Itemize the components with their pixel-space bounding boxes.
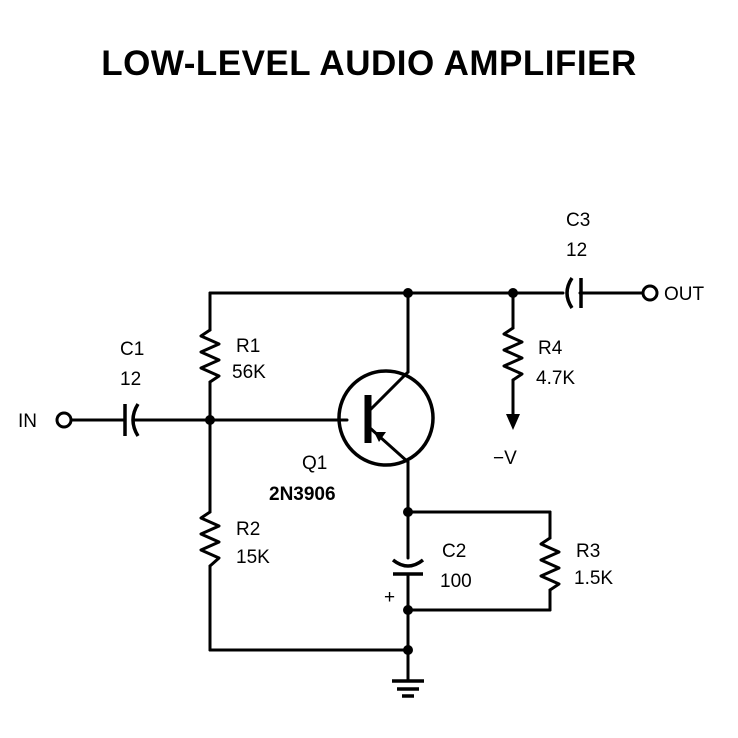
r4-resistor-symbol: [502, 326, 524, 382]
q1-transistor-symbol: [337, 291, 435, 514]
input-terminal: [55, 411, 73, 429]
r1-value-label: 56K: [232, 362, 266, 383]
junction-dot: [403, 645, 413, 655]
r2-value-label: 15K: [236, 547, 270, 568]
negative-supply-label: −V: [493, 448, 517, 469]
input-label: IN: [18, 411, 37, 432]
c2-ref-label: C2: [442, 541, 466, 562]
c1-ref-label: C1: [120, 339, 144, 360]
r1-resistor-symbol: [199, 328, 221, 384]
c3-ref-label: C3: [566, 210, 590, 231]
junction-dot: [403, 288, 413, 298]
c3-capacitor-symbol: [565, 277, 583, 309]
output-label: OUT: [664, 284, 705, 305]
junction-dot: [403, 605, 413, 615]
r2-resistor-symbol: [199, 510, 221, 568]
junction-dots: [205, 288, 518, 655]
junction-dot: [508, 288, 518, 298]
c1-value-label: 12: [120, 369, 141, 390]
c2-capacitor-symbol: [391, 558, 425, 576]
c2-polarity-mark: +: [384, 587, 395, 608]
junction-dot: [403, 507, 413, 517]
c3-value-label: 12: [566, 240, 587, 261]
r1-ref-label: R1: [236, 336, 260, 357]
r2-ref-label: R2: [236, 519, 260, 540]
r3-value-label: 1.5K: [574, 568, 613, 589]
q1-part-label: 2N3906: [269, 484, 336, 505]
c2-value-label: 100: [440, 571, 472, 592]
r3-ref-label: R3: [576, 541, 600, 562]
q1-ref-label: Q1: [302, 453, 327, 474]
r4-ref-label: R4: [538, 338, 563, 359]
output-terminal: [641, 284, 659, 302]
diagram-title: LOW-LEVEL AUDIO AMPLIFIER: [101, 44, 637, 83]
negative-supply-arrow: [506, 414, 520, 430]
ground-symbol: [392, 679, 424, 698]
r3-resistor-symbol: [539, 536, 561, 592]
junction-dot: [205, 415, 215, 425]
r4-value-label: 4.7K: [536, 368, 575, 389]
